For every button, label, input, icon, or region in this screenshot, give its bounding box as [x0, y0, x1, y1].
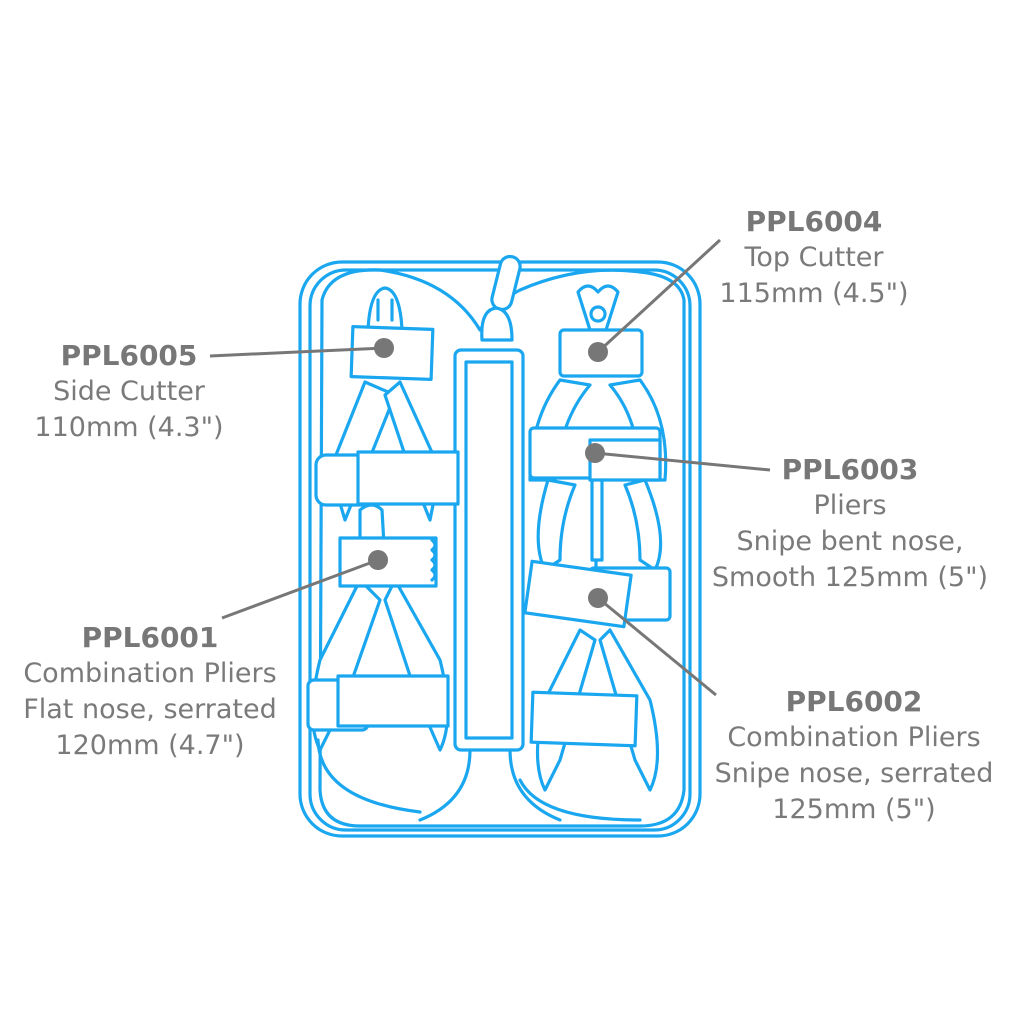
callout-ppl6001: PPL6001 Combination Pliers Flat nose, se…	[0, 620, 300, 764]
callout-code: PPL6001	[81, 621, 219, 654]
callout-line: 115mm (4.5")	[719, 278, 909, 309]
callout-line: Side Cutter	[53, 376, 205, 407]
callout-line: Smooth 125mm (5")	[711, 562, 989, 593]
side-cutter-drawing	[314, 286, 460, 522]
callout-line: 120mm (4.7")	[55, 730, 245, 761]
callout-line: 110mm (4.3")	[34, 412, 224, 443]
callout-line: 125mm (5")	[772, 794, 936, 825]
callout-ppl6002: PPL6002 Combination Pliers Snipe nose, s…	[692, 684, 1016, 828]
zipper-pull-icon	[480, 254, 522, 342]
callout-dots	[368, 338, 608, 608]
callout-ppl6004: PPL6004 Top Cutter 115mm (4.5")	[694, 204, 934, 312]
callout-code: PPL6003	[781, 453, 919, 486]
callout-line: Pliers	[813, 490, 887, 521]
callout-line: Snipe bent nose,	[736, 526, 964, 557]
leader-lines	[209, 238, 771, 697]
callout-line: Combination Pliers	[23, 658, 277, 689]
callout-line: Flat nose, serrated	[23, 694, 277, 725]
callout-line: Snipe nose, serrated	[714, 758, 994, 789]
callout-code: PPL6004	[745, 205, 883, 238]
callout-code: PPL6002	[785, 685, 923, 718]
flat-nose-pliers-drawing	[306, 503, 450, 814]
callout-ppl6003: PPL6003 Pliers Snipe bent nose, Smooth 1…	[690, 452, 1010, 596]
callout-code: PPL6005	[60, 339, 198, 372]
callout-line: Combination Pliers	[727, 722, 981, 753]
callout-ppl6005: PPL6005 Side Cutter 110mm (4.3")	[14, 338, 244, 446]
center-zipper-strip	[418, 348, 562, 822]
callout-line: Top Cutter	[744, 242, 884, 273]
